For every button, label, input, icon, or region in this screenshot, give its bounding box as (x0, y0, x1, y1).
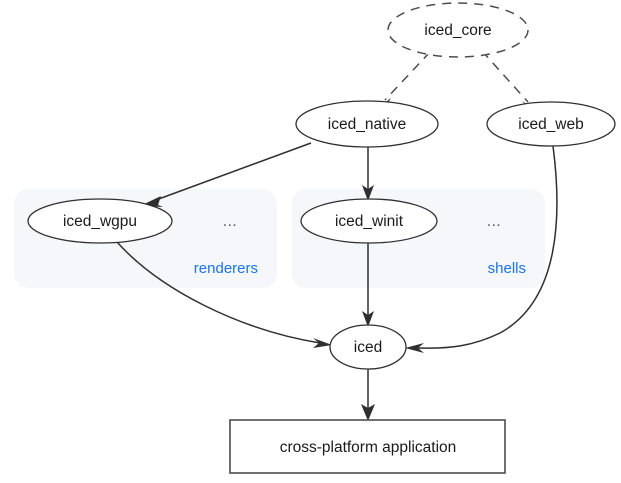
arrowhead-iced-from-web (405, 343, 424, 353)
edge-iced-native-to-iced-winit (362, 147, 374, 201)
edge-iced-web-to-iced-path (417, 145, 558, 349)
renderers-more-ellipsis: ... (223, 213, 237, 230)
node-iced-web[interactable]: iced_web (486, 101, 616, 147)
node-iced-wgpu-shape[interactable] (27, 198, 173, 244)
node-iced-label: iced (354, 339, 382, 356)
arrowhead-application (361, 404, 375, 421)
node-iced-winit[interactable]: iced_winit (300, 198, 438, 244)
arrowhead-iced-from-wgpu (313, 338, 332, 348)
edge-iced-to-application (361, 369, 375, 421)
shells-more-ellipsis: ... (487, 213, 501, 230)
node-iced-web-label: iced_web (518, 116, 584, 133)
edge-iced-winit-to-iced (362, 243, 374, 327)
cluster-renderers-label: renderers (194, 260, 258, 277)
node-iced-shape[interactable] (329, 324, 407, 370)
node-iced-winit-label: iced_winit (335, 213, 404, 230)
node-iced-native[interactable]: iced_native (295, 100, 439, 148)
node-iced-native-label: iced_native (328, 116, 406, 133)
arrowhead-iced-winit (362, 185, 374, 201)
node-iced-winit-shape[interactable] (300, 198, 438, 244)
node-iced-wgpu[interactable]: iced_wgpu (27, 198, 173, 244)
edge-iced-native-to-iced-wgpu-path (155, 142, 312, 201)
node-application-shape[interactable] (229, 419, 506, 474)
node-application-label: cross-platform application (280, 439, 457, 456)
edge-iced-web-to-iced (405, 145, 558, 353)
node-iced-core[interactable]: iced_core (387, 2, 529, 58)
edge-iced-wgpu-to-iced (116, 241, 332, 348)
edge-iced-wgpu-to-iced-path (116, 241, 321, 344)
node-iced[interactable]: iced (329, 324, 407, 370)
arrowhead-iced-from-winit (362, 311, 374, 327)
node-iced-core-shape[interactable] (387, 2, 529, 58)
node-iced-web-shape[interactable] (486, 101, 616, 147)
node-iced-core-label: iced_core (424, 22, 491, 39)
node-application[interactable]: cross-platform application (229, 419, 506, 474)
node-iced-wgpu-label: iced_wgpu (63, 213, 137, 230)
cluster-shells-label: shells (488, 260, 526, 277)
edge-iced-core-to-iced-web-path (481, 50, 529, 103)
edge-iced-core-to-iced-native-path (384, 51, 431, 101)
node-iced-native-shape[interactable] (295, 100, 439, 148)
